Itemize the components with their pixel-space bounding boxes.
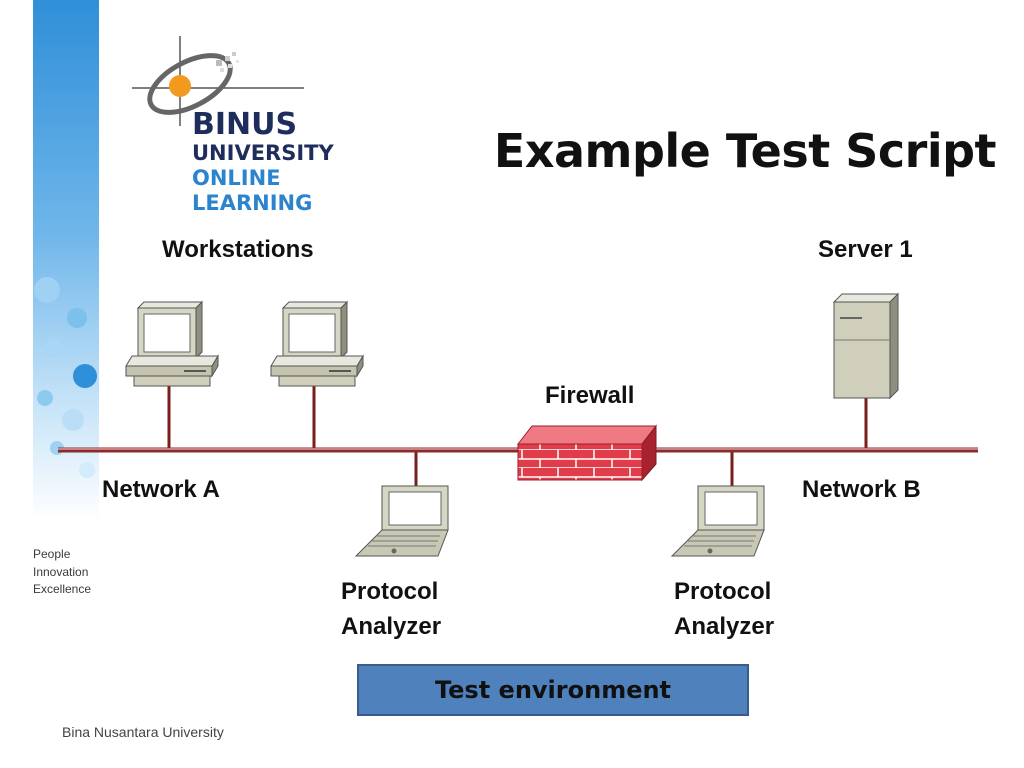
- logo-line-online: ONLINE: [192, 166, 281, 190]
- label-line: Protocol: [341, 578, 439, 605]
- test-environment-box: Test environment: [357, 664, 749, 716]
- sidebar-stripe: [33, 0, 99, 520]
- firewall-label: Firewall: [545, 382, 635, 409]
- logo-emblem-icon: [132, 36, 304, 126]
- network-a-label: Network A: [102, 476, 220, 503]
- protocol-analyzer-left-label: Protocol Analyzer: [341, 575, 441, 645]
- logo-line-university: UNIVERSITY: [192, 141, 334, 165]
- protocol-analyzer-right-label: Protocol Analyzer: [674, 575, 774, 645]
- server-icon: [832, 292, 900, 400]
- firewall-icon: [516, 424, 658, 482]
- workstation-icon: [125, 300, 219, 387]
- laptop-icon: [354, 485, 449, 557]
- laptop-icon: [670, 485, 765, 557]
- server-label: Server 1: [818, 236, 913, 263]
- workstation-icon: [270, 300, 364, 387]
- logo-line-binus: BINUS: [192, 107, 298, 142]
- logo-line-learning: LEARNING: [192, 191, 313, 215]
- network-drops: [167, 386, 868, 486]
- test-environment-label: Test environment: [434, 676, 672, 704]
- binus-logo: BINUS UNIVERSITY ONLINE LEARNING: [128, 30, 338, 225]
- tagline-line: People: [33, 547, 71, 561]
- logo-tagline: People Innovation Excellence: [33, 546, 91, 599]
- label-line: Analyzer: [341, 612, 442, 640]
- page-title: Example Test Script: [493, 124, 997, 178]
- network-b-label: Network B: [802, 476, 921, 503]
- label-line: Analyzer: [674, 612, 775, 640]
- tagline-line: Excellence: [33, 582, 92, 596]
- footer-text: Bina Nusantara University: [62, 724, 224, 740]
- workstations-label: Workstations: [162, 236, 314, 263]
- tagline-line: Innovation: [33, 564, 89, 579]
- label-line: Protocol: [674, 578, 772, 605]
